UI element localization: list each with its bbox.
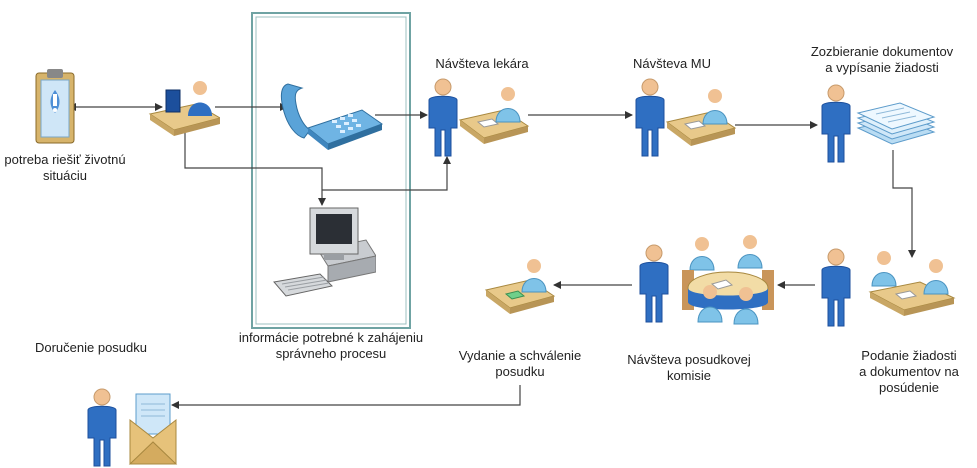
- telephone-icon: [280, 78, 384, 150]
- label-submit-application: Podanie žiadosti a dokumentov na posúden…: [859, 348, 959, 395]
- standing-person-icon: [818, 248, 854, 328]
- person-at-desk-icon: [148, 76, 220, 140]
- label-information: informácie potrebné k zahájeniu správneh…: [238, 330, 424, 361]
- standing-person-icon: [636, 244, 672, 324]
- standing-person-icon: [632, 78, 668, 158]
- open-envelope-icon: [128, 392, 178, 466]
- consultation-desk-icon: [866, 248, 956, 322]
- document-stack-icon: [856, 98, 936, 154]
- consultation-desk-icon: [665, 86, 737, 150]
- desktop-computer-icon: [272, 206, 376, 298]
- label-situation: potreba riešiť životnú situáciu: [4, 152, 126, 183]
- consultation-desk-icon: [458, 84, 530, 148]
- consultation-desk-icon: [484, 256, 556, 316]
- standing-person-icon: [425, 78, 461, 158]
- label-doctor-visit: Návšteva lekára: [435, 56, 529, 71]
- connector-computer-doctor: [322, 156, 451, 191]
- standing-person-icon: [818, 84, 854, 164]
- label-mu-visit: Návšteva MU: [632, 56, 712, 71]
- standing-person-icon: [84, 388, 120, 468]
- connector-collect-submit: [892, 150, 916, 258]
- label-issue-report: Vydanie a schválenie posudku: [458, 348, 582, 379]
- connector-issue-delivery: [171, 385, 521, 409]
- label-delivery: Doručenie posudku: [34, 340, 148, 355]
- meeting-table-icon: [682, 230, 774, 334]
- connector-worker-computer: [184, 128, 326, 206]
- clipboard-alert-icon: [34, 68, 76, 146]
- label-commission-visit: Návšteva posudkovej komisie: [627, 352, 751, 383]
- information-box: [251, 12, 411, 329]
- label-collect-documents: Zozbieranie dokumentov a vypísanie žiado…: [810, 44, 954, 75]
